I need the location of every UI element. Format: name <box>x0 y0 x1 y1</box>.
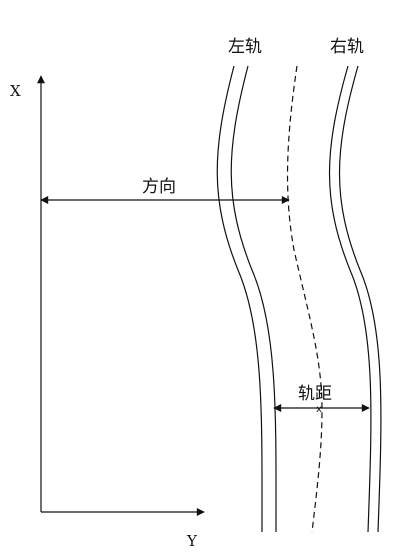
right-rail-inner-line <box>338 65 382 533</box>
left-rail-inner-line <box>230 65 277 533</box>
left-rail-outer-line <box>216 65 263 533</box>
direction-label: 方向 <box>142 177 176 197</box>
right-rail-label: 右轨 <box>330 37 364 57</box>
track-centerline <box>286 65 323 533</box>
gauge-center-marker: x <box>316 404 322 415</box>
y-axis-label: Y <box>186 532 198 550</box>
gauge-label: 轨距 <box>298 384 332 404</box>
left-rail-label: 左轨 <box>228 37 262 57</box>
right-rail-outer-line <box>328 65 372 533</box>
x-axis-label: X <box>10 82 21 100</box>
